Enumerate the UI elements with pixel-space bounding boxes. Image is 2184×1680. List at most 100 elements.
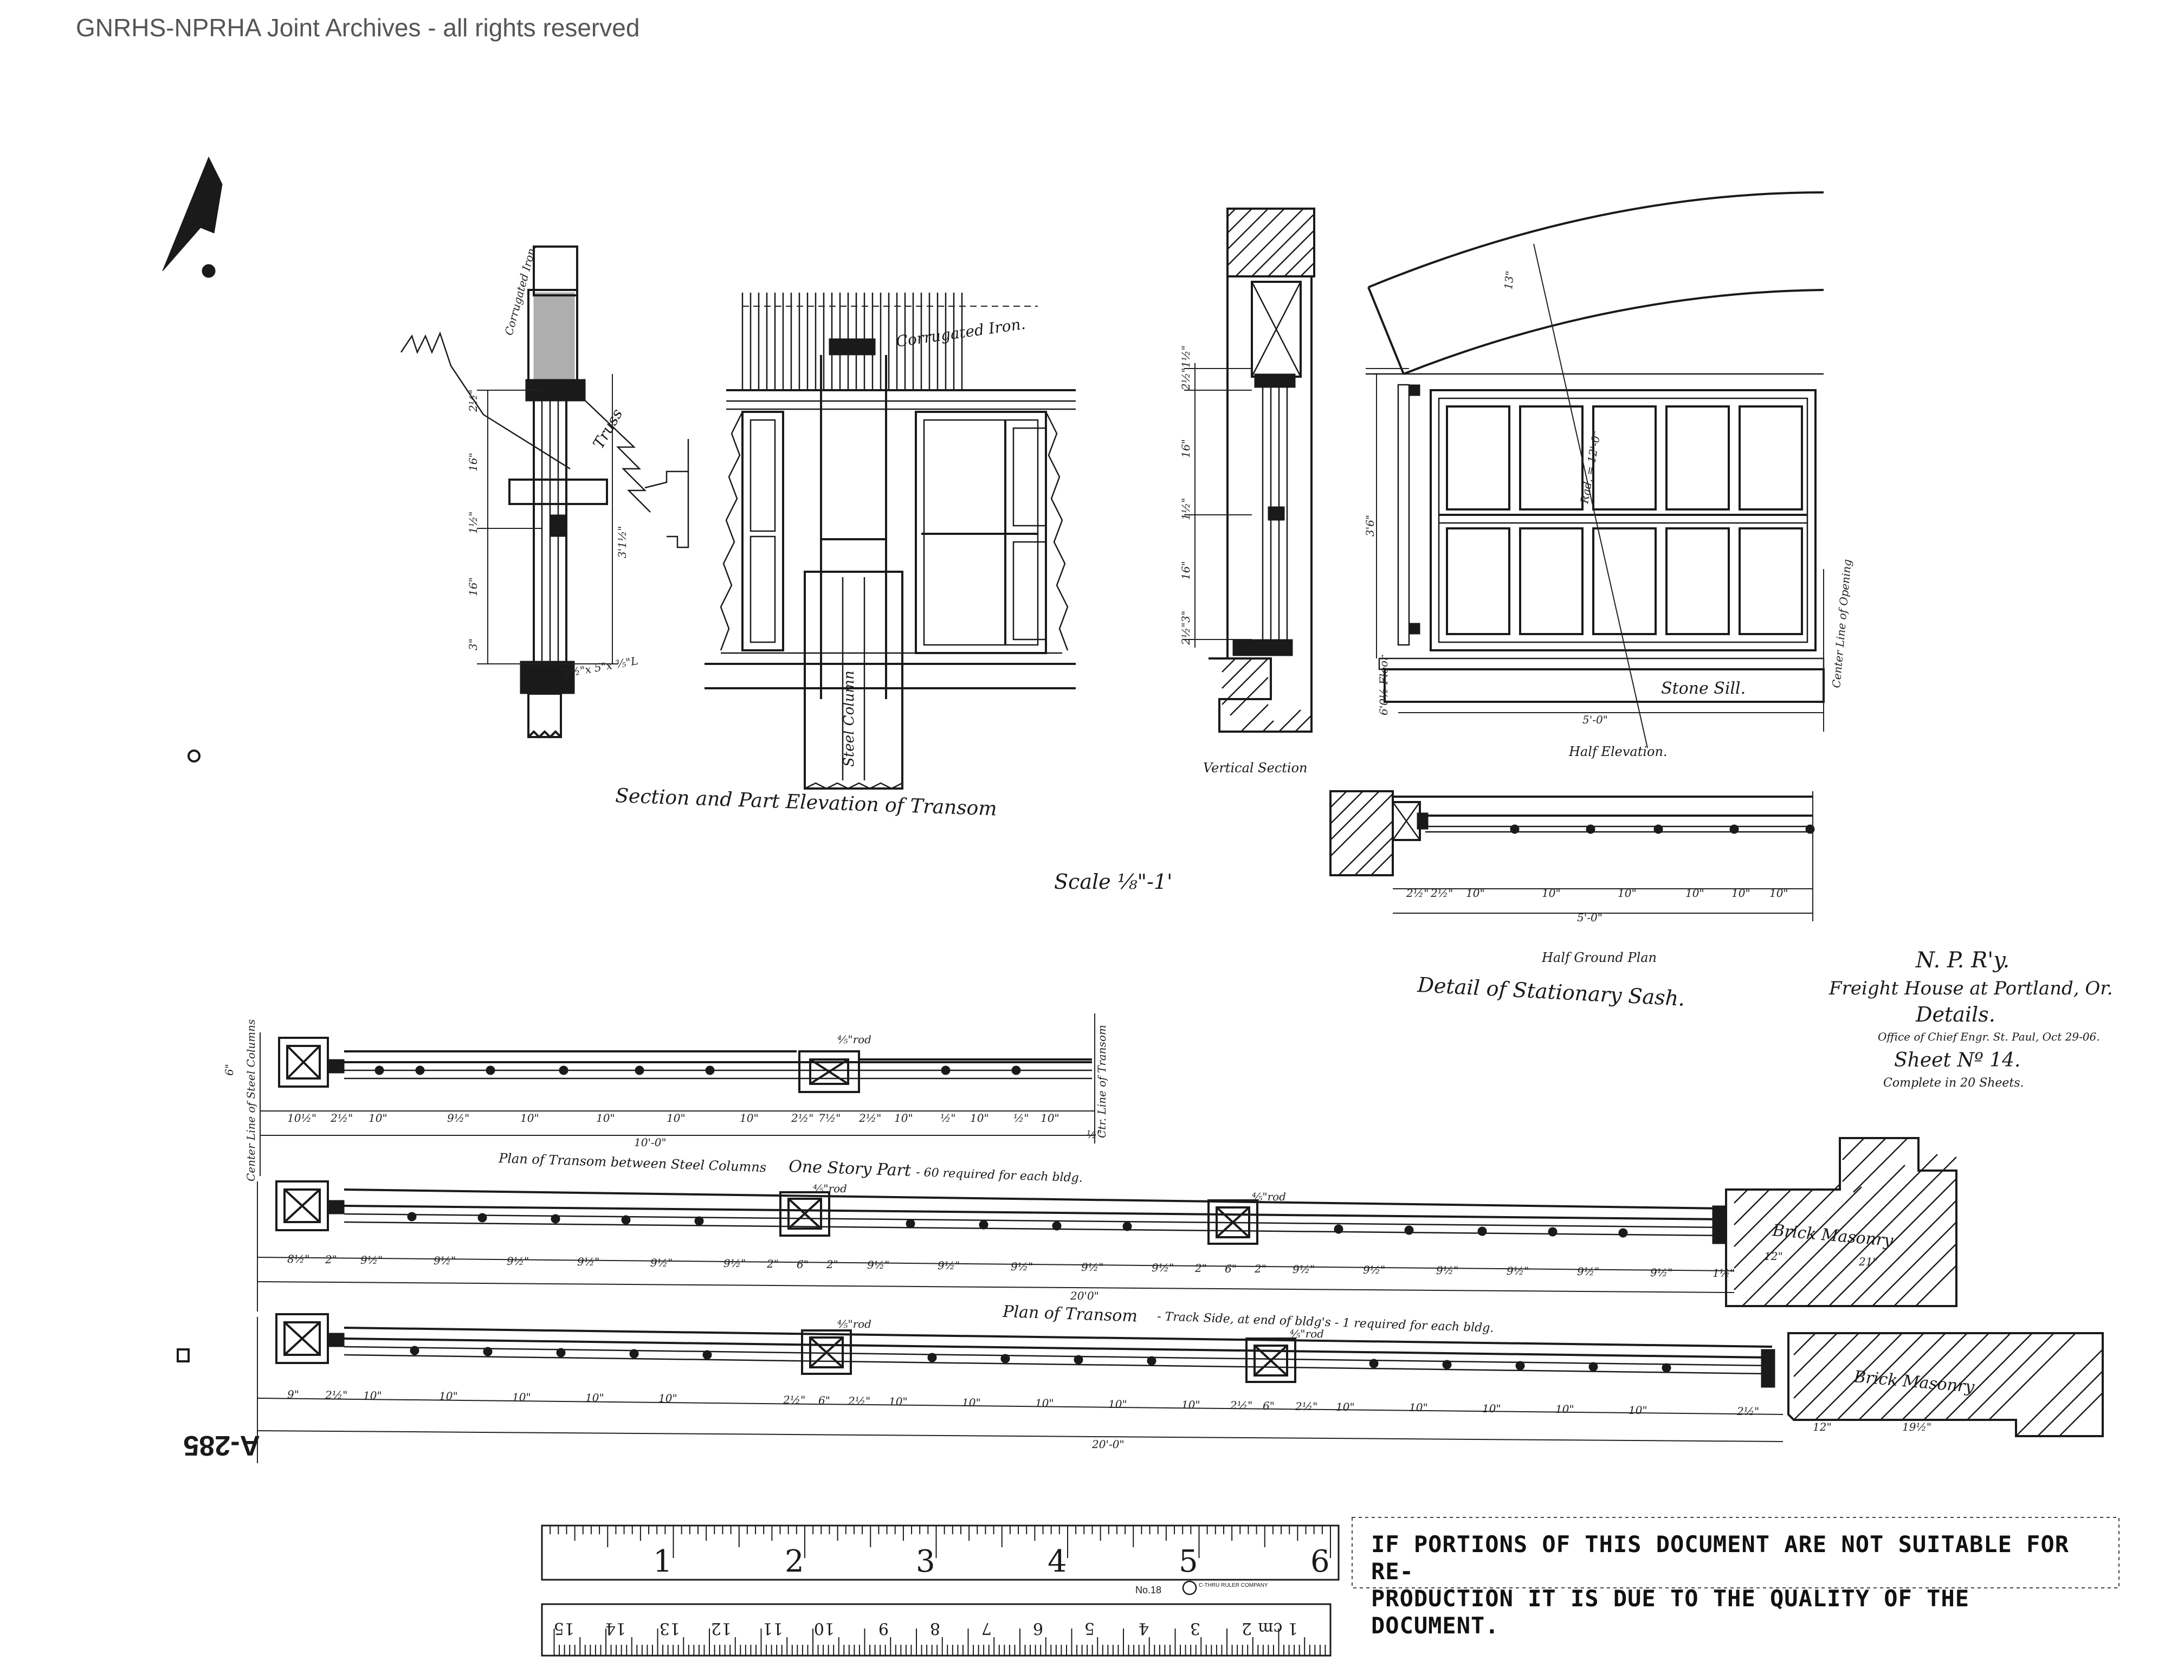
plan1-dim: 10" bbox=[596, 1112, 615, 1125]
ruler-model: No.18 bbox=[1135, 1585, 1161, 1595]
plan-dim: 10" bbox=[1542, 887, 1561, 900]
plan1-caption: Plan of Transom between Steel Columns bbox=[498, 1151, 767, 1175]
drawing-stamp: A-285 bbox=[183, 1430, 260, 1461]
plan1-dim: ½" bbox=[1087, 1128, 1102, 1141]
project-title: Freight House at Portland, Or. bbox=[1828, 978, 2113, 999]
plan-dim: 2½" bbox=[1430, 887, 1453, 900]
punch-hole bbox=[202, 264, 216, 278]
plan3-dim: 10" bbox=[1409, 1401, 1428, 1414]
plan1-rod: ⅘"rod bbox=[837, 1033, 871, 1046]
plan2-dim: 2" bbox=[1194, 1262, 1207, 1275]
vs-dim: 16" bbox=[1179, 561, 1192, 580]
section-dim: 16" bbox=[467, 577, 480, 596]
measuring-ruler bbox=[541, 1524, 1340, 1657]
plan3-dim: 10" bbox=[658, 1392, 677, 1405]
plan1-dim: 2½" bbox=[858, 1112, 881, 1125]
plan-dim: 2½" bbox=[1406, 887, 1429, 900]
plan3-dim: 10" bbox=[512, 1391, 531, 1404]
plan3-dim: 10" bbox=[439, 1390, 458, 1403]
inch-label: 1 bbox=[653, 1544, 673, 1579]
cm-label: 9 bbox=[878, 1619, 889, 1638]
cm-label: 7 bbox=[981, 1619, 992, 1638]
plan1-six-dim: 6" bbox=[223, 1064, 236, 1076]
vs-dim: 16" bbox=[1179, 439, 1192, 458]
vs-dim: 1½" bbox=[1179, 498, 1192, 520]
section-dim: 3'1½" bbox=[616, 526, 629, 558]
cm-label: 3 bbox=[1190, 1619, 1200, 1638]
plan2-dim: 9½" bbox=[1152, 1261, 1174, 1274]
punch-hole bbox=[177, 1348, 190, 1362]
plan-transom-2-drawing bbox=[257, 1137, 1957, 1311]
plan1-dim: 10" bbox=[667, 1112, 686, 1125]
plan3-dim: 10" bbox=[1336, 1400, 1355, 1413]
plan1-part: One Story Part bbox=[789, 1157, 912, 1180]
plan3-dim: 6" bbox=[818, 1394, 830, 1407]
ruler-logo-icon bbox=[1182, 1580, 1197, 1595]
section-dim: 2½" bbox=[467, 390, 480, 412]
angle-label: 3½"x 5"x ⅗"L bbox=[562, 654, 639, 680]
cm-label: 5 bbox=[1084, 1619, 1095, 1638]
plan2-dim: 9½" bbox=[650, 1256, 673, 1269]
inch-label: 4 bbox=[1048, 1544, 1067, 1579]
plan-dim: 10" bbox=[1618, 887, 1637, 900]
plan2-dim: 9½" bbox=[360, 1253, 383, 1267]
cm-label: 8 bbox=[930, 1619, 940, 1638]
plan2-rod1: ⅘"rod bbox=[813, 1182, 847, 1195]
plan-dim: 10" bbox=[1466, 887, 1485, 900]
plan2-qty: - Track Side, at end of bldg's - 1 requi… bbox=[1157, 1310, 1494, 1335]
plan3-dim: 10" bbox=[1482, 1402, 1501, 1415]
plan2-dim: 1½" bbox=[1713, 1267, 1735, 1280]
sash-half-ground-plan-drawing bbox=[1329, 790, 1815, 921]
sheet-count: Complete in 20 Sheets. bbox=[1883, 1076, 2024, 1090]
plan3-dim: 10" bbox=[1555, 1403, 1574, 1416]
notice-line: PRODUCTION IT IS DUE TO THE QUALITY OF T… bbox=[1371, 1585, 1970, 1639]
brick-label-2: Brick Masonry bbox=[1852, 1367, 1975, 1397]
cm-label: 14 bbox=[605, 1619, 626, 1638]
inch-label: 6 bbox=[1310, 1544, 1330, 1579]
plan1-dim: 10½" bbox=[287, 1112, 316, 1125]
plan3-dim: 10" bbox=[585, 1391, 604, 1404]
plan-transom-3-drawing bbox=[257, 1313, 2104, 1463]
cm-label: 10 bbox=[814, 1619, 835, 1638]
plan2-dim: 9½" bbox=[577, 1255, 599, 1268]
ruler-cm-labels: 1 cm 2 3 4 5 6 7 8 9 10 11 12 13 14 15 bbox=[554, 1619, 1298, 1638]
plan-dim: 10" bbox=[1769, 887, 1788, 900]
brick-dim: 19½" bbox=[1902, 1420, 1931, 1433]
plan3-dim: 10" bbox=[889, 1395, 908, 1408]
plan1-right-line: Ctr. Line of Transom bbox=[1095, 1025, 1108, 1138]
inch-label: 5 bbox=[1179, 1544, 1198, 1579]
transom-caption: Section and Part Elevation of Transom bbox=[615, 785, 998, 820]
plan3-rod1: ⅘"rod bbox=[837, 1317, 871, 1330]
plan2-dim: 9½" bbox=[434, 1254, 456, 1267]
corrugated-iron-label: Corrugated Iron. bbox=[895, 315, 1026, 351]
plan1-dim: 2½" bbox=[330, 1112, 353, 1125]
plan-total: 5'-0" bbox=[1577, 911, 1603, 924]
plan2-dim: 9½" bbox=[1436, 1264, 1458, 1277]
notice-line: IF PORTIONS OF THIS DOCUMENT ARE NOT SUI… bbox=[1371, 1531, 2070, 1585]
plan2-caption: Plan of Transom bbox=[1002, 1302, 1138, 1326]
plan2-dim: 9½" bbox=[1577, 1265, 1599, 1278]
plan2-dim: 9½" bbox=[507, 1255, 529, 1268]
plan3-dim: 2½" bbox=[848, 1394, 870, 1407]
plan1-left-line: Center Line of Steel Columns bbox=[244, 1019, 257, 1181]
plan2-dim: 9½" bbox=[938, 1259, 960, 1272]
quality-notice: IF PORTIONS OF THIS DOCUMENT ARE NOT SUI… bbox=[1371, 1531, 2076, 1639]
plan1-dim: 10" bbox=[1041, 1112, 1059, 1125]
plan1-dim: 10" bbox=[970, 1112, 989, 1125]
plan1-dim: 10" bbox=[740, 1112, 759, 1125]
plan1-dim: ½" bbox=[940, 1112, 956, 1125]
plan3-dim: 6" bbox=[1263, 1399, 1275, 1412]
plan3-dim: 10" bbox=[1181, 1398, 1200, 1411]
transom-elevation-drawing bbox=[705, 293, 1076, 790]
sash-half-elevation-drawing bbox=[1366, 191, 1825, 748]
office-line: Office of Chief Engr. St. Paul, Oct 29-0… bbox=[1878, 1030, 2100, 1043]
plan3-dim: 2½" bbox=[783, 1393, 805, 1406]
stone-sill-label: Stone Sill. bbox=[1661, 679, 1746, 698]
plan1-dim: ½" bbox=[1013, 1112, 1029, 1125]
plan2-dim: 2" bbox=[826, 1258, 838, 1271]
corner-mark bbox=[162, 156, 223, 272]
height-dim: 3'6" bbox=[1364, 515, 1377, 537]
plan2-total: 20'0" bbox=[1070, 1289, 1099, 1302]
